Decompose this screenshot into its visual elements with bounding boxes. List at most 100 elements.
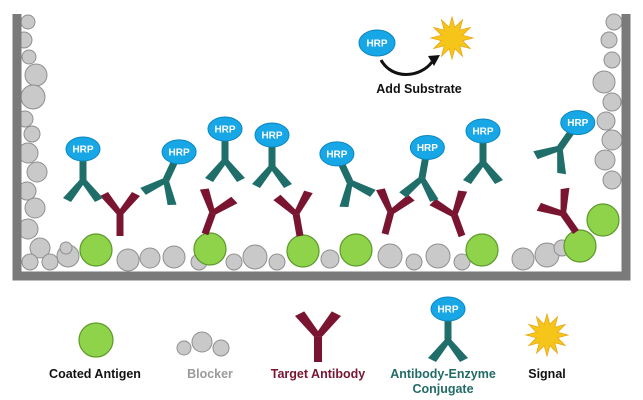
legend-target-antibody-stem bbox=[313, 336, 323, 362]
hrp-label: HRP bbox=[214, 125, 235, 136]
conjugate-antibody: HRP bbox=[63, 136, 103, 202]
hrp-label: HRP bbox=[437, 305, 458, 316]
target-antibody-right-arm bbox=[560, 187, 570, 216]
blocker-bead bbox=[592, 70, 616, 94]
hrp-enzyme: HRP bbox=[65, 136, 101, 162]
coated-antigen bbox=[586, 203, 620, 237]
hrp-ellipse bbox=[65, 136, 101, 162]
blocker-bead bbox=[20, 14, 36, 30]
hrp-ellipse bbox=[161, 139, 197, 165]
conjugate-antibody-stem bbox=[557, 129, 575, 151]
hrp-enzyme: HRP bbox=[409, 134, 445, 160]
target-antibody-left-arm bbox=[536, 202, 567, 216]
hrp-enzyme: HRP bbox=[254, 122, 290, 148]
hrp-enzyme: HRP bbox=[319, 141, 355, 167]
target-antibody-left-arm bbox=[100, 192, 124, 214]
target-antibody-right-arm bbox=[292, 190, 313, 215]
conjugate-antibody: HRP bbox=[140, 139, 197, 206]
blocker-bead bbox=[453, 253, 471, 271]
blocker-bead bbox=[24, 197, 46, 219]
conjugate-antibody-stem bbox=[79, 160, 87, 180]
target-antibody-left-arm bbox=[376, 188, 395, 214]
conjugate-antibody: HRP bbox=[399, 134, 445, 202]
hrp-ellipse bbox=[465, 118, 501, 144]
blocker-bead bbox=[212, 339, 230, 357]
blocker-bead bbox=[242, 244, 268, 270]
target-antibody-right-arm bbox=[209, 196, 238, 215]
blocker-bead bbox=[26, 161, 48, 183]
legend-conjugate-line1: Antibody-Enzyme bbox=[390, 367, 496, 381]
target-antibody bbox=[273, 190, 313, 237]
coated-antigen bbox=[286, 234, 320, 268]
conjugate-antibody-stem bbox=[479, 142, 487, 162]
conjugate-antibody-left-arm bbox=[339, 180, 354, 208]
blocker-bead bbox=[23, 125, 41, 143]
blocker-bead bbox=[603, 51, 621, 69]
hrp-label: HRP bbox=[169, 147, 190, 158]
hrp-ellipse bbox=[254, 122, 290, 148]
conjugate-antibody-left-arm bbox=[205, 160, 229, 182]
hrp-label: HRP bbox=[567, 118, 588, 129]
target-antibody-stem bbox=[381, 211, 395, 235]
hrp-enzyme: HRP bbox=[465, 118, 501, 144]
conjugate-antibody-left-arm bbox=[399, 177, 426, 198]
blocker-bead bbox=[425, 243, 451, 269]
hrp-enzyme: HRP bbox=[560, 110, 596, 136]
blocker-bead bbox=[605, 13, 623, 31]
hrp-enzyme: HRP bbox=[430, 296, 466, 322]
hrp-label: HRP bbox=[472, 127, 493, 138]
target-antibody bbox=[536, 187, 579, 235]
hrp-ellipse bbox=[319, 141, 355, 167]
target-antibody-right-arm bbox=[451, 190, 468, 217]
blocker-bead bbox=[21, 49, 37, 65]
blocker-bead bbox=[191, 331, 213, 353]
target-antibody-stem bbox=[560, 211, 579, 235]
blocker-bead bbox=[268, 253, 286, 271]
hrp-label: HRP bbox=[261, 131, 282, 142]
target-antibody-stem bbox=[116, 214, 124, 236]
blocker-bead bbox=[596, 111, 616, 131]
legend-target-antibody-right-arm bbox=[313, 311, 341, 337]
legend-blocker-label: Blocker bbox=[187, 367, 233, 381]
target-antibody bbox=[429, 190, 468, 238]
blocker-bead bbox=[594, 149, 616, 171]
legend-conjugate-line2: Conjugate bbox=[412, 382, 474, 396]
blocker-bead bbox=[139, 247, 161, 269]
legend-target-antibody-left-arm bbox=[295, 311, 323, 337]
blocker-bead bbox=[511, 247, 535, 271]
target-antibody-stem bbox=[201, 212, 216, 236]
target-antibody bbox=[376, 188, 415, 235]
target-antibody-right-arm bbox=[116, 192, 140, 214]
conjugate-antibody-right-arm bbox=[479, 162, 503, 184]
conjugate-antibody-stem bbox=[268, 146, 276, 166]
conjugate-antibody-right-arm bbox=[268, 166, 292, 188]
legend-coated-antigen-label: Coated Antigen bbox=[49, 367, 141, 381]
blocker-bead bbox=[320, 249, 340, 269]
legend-conjugate-label: Antibody-Enzyme Conjugate bbox=[378, 367, 508, 397]
conjugate-antibody: HRP bbox=[533, 110, 596, 175]
hrp-label: HRP bbox=[326, 149, 347, 160]
coated-antigen bbox=[465, 233, 499, 267]
legend-conjugate-right-arm bbox=[444, 340, 468, 362]
conjugate-antibody-right-arm bbox=[346, 180, 376, 197]
hrp-label: HRP bbox=[417, 143, 438, 154]
blocker-bead bbox=[116, 248, 140, 272]
conjugate-antibody: HRP bbox=[205, 116, 245, 182]
blocker-bead bbox=[24, 63, 48, 87]
conjugate-antibody-left-arm bbox=[533, 145, 563, 160]
legend-conjugate-left-arm bbox=[428, 340, 452, 362]
target-antibody bbox=[199, 188, 238, 236]
curved-arrow bbox=[379, 59, 434, 76]
blocker-bead bbox=[29, 237, 51, 259]
blocker-bead bbox=[21, 253, 39, 271]
well-blocker-layer bbox=[15, 13, 623, 272]
microplate-well bbox=[12, 14, 631, 281]
blocker-bead bbox=[225, 253, 243, 271]
conjugate-antibody: HRP bbox=[319, 141, 376, 208]
coated-antigen bbox=[193, 232, 227, 266]
target-antibody-right-arm bbox=[387, 194, 415, 214]
coated-antigen bbox=[78, 322, 114, 358]
hrp-ellipse bbox=[409, 134, 445, 160]
conjugate-antibody-left-arm bbox=[140, 178, 170, 195]
